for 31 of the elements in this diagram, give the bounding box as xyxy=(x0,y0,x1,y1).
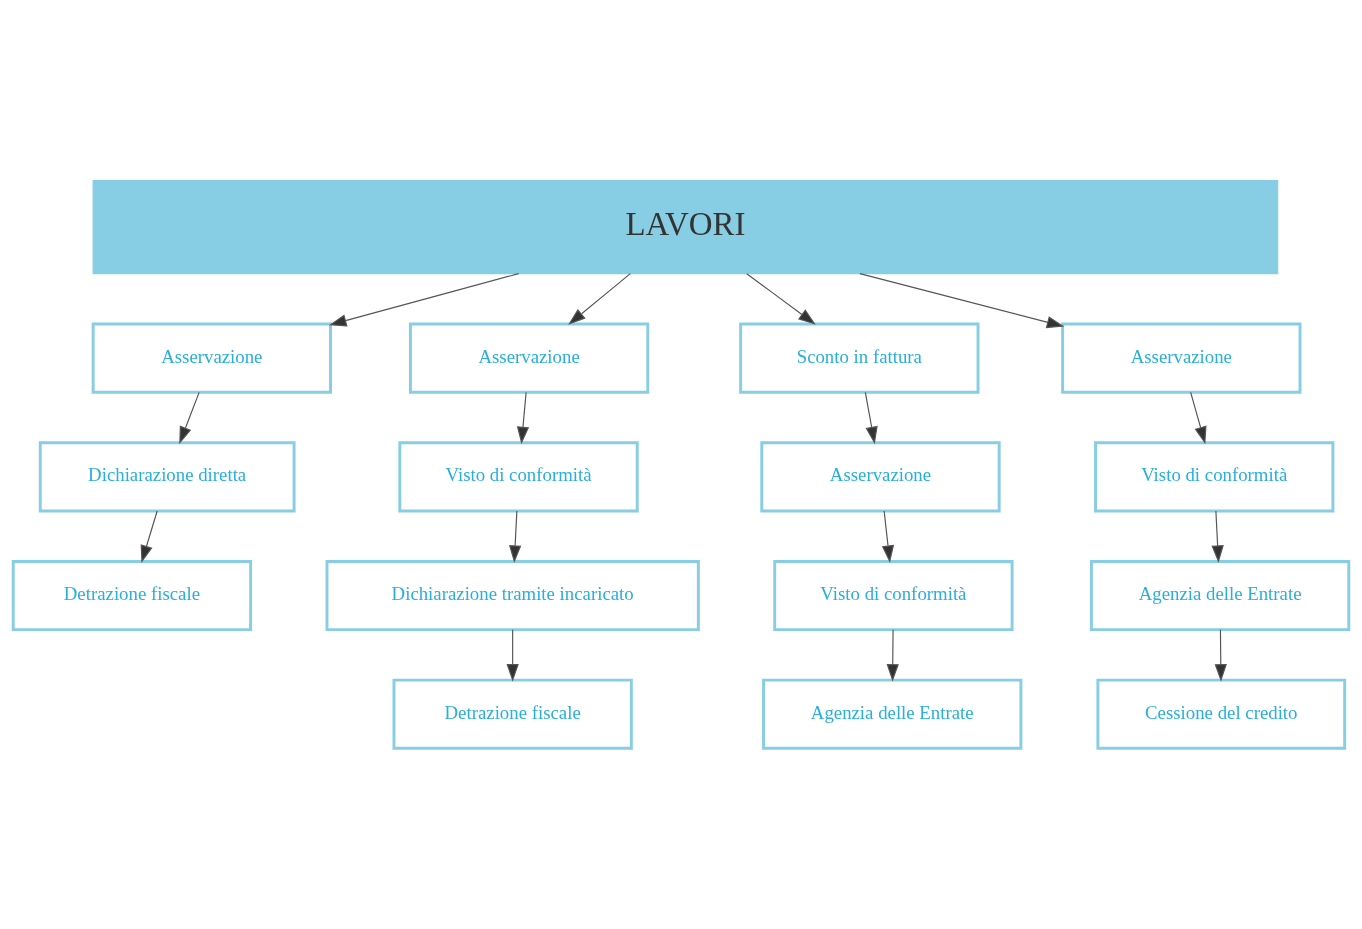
arrow xyxy=(886,629,899,682)
node-box: Detrazione fiscale xyxy=(392,678,633,750)
arrow xyxy=(746,273,816,325)
arrow xyxy=(508,510,522,564)
arrow xyxy=(140,510,158,563)
arrow xyxy=(1211,510,1224,564)
node-box: Detrazione fiscale xyxy=(11,560,253,632)
arrow xyxy=(1190,391,1207,445)
node-box: Dichiarazione diretta xyxy=(38,441,296,513)
node-box: Asservazione xyxy=(91,322,332,394)
arrow xyxy=(516,391,530,445)
arrow xyxy=(864,391,878,445)
node-box: Asservazione xyxy=(760,441,1001,513)
node-box: Agenzia delle Entrate xyxy=(762,678,1023,750)
node-box: Asservazione xyxy=(1061,322,1302,394)
node-box: Sconto in fattura xyxy=(739,322,980,394)
node-box: Visto di conformità xyxy=(773,560,1014,632)
node-box: Agenzia delle Entrate xyxy=(1089,560,1351,632)
node-box: Asservazione xyxy=(408,322,650,394)
node-box: Cessione del credito xyxy=(1096,678,1347,750)
arrow xyxy=(1214,629,1227,682)
arrow xyxy=(881,510,895,564)
node-box: LAVORI xyxy=(92,180,1279,275)
node-box: Visto di conformità xyxy=(398,441,639,513)
arrow xyxy=(506,629,519,682)
arrow xyxy=(328,273,520,327)
node-box: Dichiarazione tramite incaricato xyxy=(325,560,700,632)
arrow xyxy=(859,273,1065,329)
node-box: Visto di conformità xyxy=(1094,441,1335,513)
arrow xyxy=(179,391,200,445)
arrow xyxy=(568,273,631,325)
